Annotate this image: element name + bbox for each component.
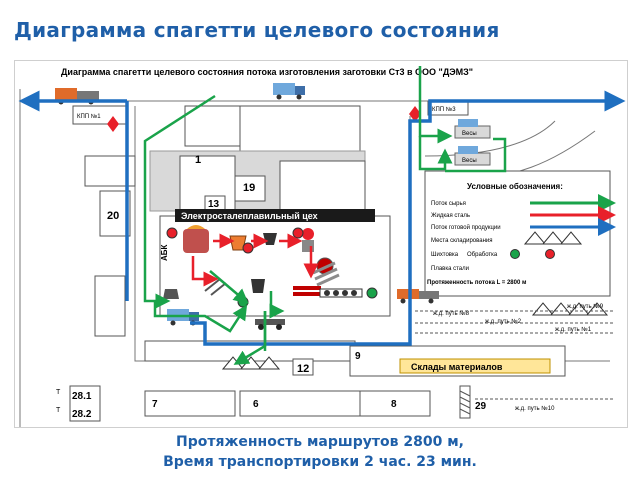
legend-item-label: Жидкая сталь	[431, 213, 470, 219]
building-number: 28.2	[72, 409, 92, 420]
legend-green-signal-icon	[510, 249, 520, 259]
map-header: Диаграмма спагетти целевого состояния по…	[61, 67, 473, 77]
warehouse-banner	[399, 358, 551, 374]
building-number: 9	[355, 351, 361, 362]
building-number: 7	[152, 399, 158, 410]
building-number: 1	[195, 154, 201, 166]
mold-icon	[163, 289, 179, 299]
scales: Весы Весы	[454, 125, 491, 166]
rollers-icon	[319, 288, 363, 298]
storage-places-icon	[221, 231, 609, 370]
raw-flow-lines	[143, 66, 507, 365]
wheel-set-icon	[255, 319, 285, 330]
small-marker: Т	[56, 389, 61, 396]
workshop-banner	[175, 209, 375, 222]
building-number: 19	[243, 182, 255, 194]
truck-icon	[397, 289, 439, 304]
rail-label: ж.д. путь №2	[485, 318, 522, 325]
furnace-icon	[183, 225, 209, 253]
building-number: 6	[253, 399, 259, 410]
legend: Условные обозначения: Поток сырья Жидкая…	[427, 182, 616, 286]
rail-label: ж.д. путь №8	[433, 310, 470, 317]
caption-distance: Протяженность маршрутов 2800 м,	[176, 434, 464, 450]
legend-title: Условные обозначения:	[467, 182, 563, 191]
small-marker: Т	[56, 407, 61, 414]
workshop-label: Электросталеплавильный цех	[181, 211, 318, 221]
legend-item-label: Места складирования	[431, 238, 493, 244]
legend-item-extra: Обработка	[467, 252, 498, 258]
checkpoint-label: КПП №3	[432, 106, 456, 113]
abk-label: АБК	[160, 244, 169, 261]
checkpoint-1: КПП №1	[77, 113, 119, 132]
legend-item-label: Плавка стали	[431, 266, 469, 272]
product-flow-lines	[18, 90, 626, 346]
charging-signal-icon	[366, 287, 378, 299]
rail-track-labels: ж.д. путь №9 ж.д. путь №8 ж.д. путь №2 ж…	[433, 303, 604, 412]
scales-label: Весы	[462, 131, 477, 137]
rail-label: ж.д. путь №1	[555, 326, 592, 333]
truck-icon	[458, 119, 478, 154]
building-numbers: 1 19 13 20 12 9 7 6 8 28.1 28.2 29 АБК Т…	[56, 154, 487, 420]
melting-signal-icon	[292, 227, 304, 239]
mold-icon	[251, 279, 265, 293]
truck-icon	[273, 83, 305, 100]
checkpoint-3: КПП №3	[409, 106, 456, 122]
warehouse-label: Склады материалов	[411, 362, 503, 372]
rail-label: ж.д. путь №9	[567, 303, 604, 310]
scales-label: Весы	[462, 158, 477, 164]
checkpoint-diamond-icon	[409, 106, 421, 122]
building-number: 8	[391, 399, 397, 410]
ingot-stack-icon	[293, 286, 321, 296]
buildings	[69, 100, 611, 422]
melting-signal-icon	[166, 227, 178, 239]
building-number: 28.1	[72, 391, 92, 402]
caption-time: Время транспортировки 2 час. 23 мин.	[163, 454, 477, 470]
rail-tracks	[415, 310, 615, 400]
spaghetti-map: Диаграмма спагетти целевого состояния по…	[14, 60, 628, 428]
building-number: 13	[208, 199, 220, 210]
legend-item-label: Поток готовой продукции	[431, 224, 501, 231]
checkpoint-diamond-icon	[107, 116, 119, 132]
legend-item-label: Поток сырья	[431, 201, 466, 207]
legend-red-signal-icon	[545, 249, 555, 259]
building-number: 20	[107, 210, 119, 222]
liquid-steel-lines	[191, 233, 319, 287]
checkpoint-label: КПП №1	[77, 113, 101, 120]
crane-structure	[459, 385, 471, 419]
slide-title: Диаграмма спагетти целевого состояния	[14, 18, 500, 42]
building-number: 29	[475, 401, 487, 412]
rail-label: ж.д. путь №10	[515, 405, 555, 412]
legend-item-label: Протяженность потока L = 2800 м	[427, 280, 527, 286]
building-number: 12	[297, 363, 309, 375]
melting-signal-icon	[242, 242, 254, 254]
legend-item-label: Шихтовка	[431, 252, 459, 258]
